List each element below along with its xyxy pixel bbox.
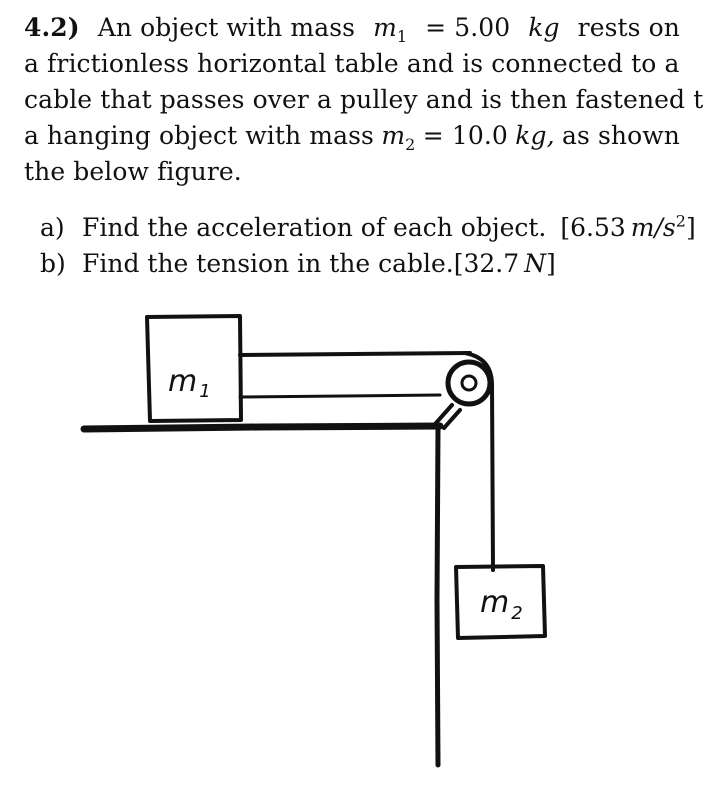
- cable-lower: [238, 393, 442, 399]
- mass1-symbol: m1: [373, 13, 408, 46]
- problem-statement: 4.2) An object with mass m1 = 5.00 kg re…: [24, 10, 704, 190]
- line4-end: as shown: [562, 121, 680, 150]
- pulley-axle: [460, 374, 478, 392]
- problem-line-1: 4.2) An object with mass m1 = 5.00 kg re…: [24, 10, 680, 46]
- table-leg: [434, 424, 441, 768]
- mass2-unit: kg,: [515, 121, 555, 150]
- part-label: a): [40, 213, 65, 242]
- line4-text: a hanging object with mass: [24, 121, 374, 150]
- part-a: a) Find the acceleration of each object.…: [40, 210, 696, 246]
- pulley-wheel: [445, 359, 493, 407]
- part-answer: [32.7 N]: [453, 249, 556, 278]
- cable-upper: [238, 351, 472, 357]
- mass1-unit: kg: [528, 13, 560, 42]
- problem-line-3: cable that passes over a pulley and is t…: [24, 85, 704, 114]
- mass2-value: = 10.0: [422, 121, 508, 150]
- table-surface: [80, 422, 444, 433]
- part-text: Find the acceleration of each object.: [82, 213, 547, 242]
- problem-line-4: a hanging object with mass m2 = 10.0 kg,…: [24, 118, 680, 154]
- part-answer: [6.53 m/s2]: [560, 211, 696, 242]
- pulley-bracket: [434, 403, 462, 430]
- problem-line-2: a frictionless horizontal table and is c…: [24, 49, 680, 78]
- line1-end: rests on: [577, 13, 680, 42]
- block-m1: [145, 314, 243, 423]
- part-label: b): [40, 249, 66, 278]
- mass2-symbol: m2: [381, 121, 416, 154]
- mass1-value: = 5.00: [425, 13, 511, 42]
- block-m2: [454, 564, 547, 640]
- problem-line-5: the below figure.: [24, 157, 242, 186]
- line1-text: An object with mass: [97, 13, 356, 42]
- question-parts: a) Find the acceleration of each object.…: [40, 210, 696, 282]
- problem-number: 4.2): [24, 13, 80, 42]
- part-b: b) Find the tension in the cable. [32.7 …: [40, 246, 696, 282]
- part-text: Find the tension in the cable.: [82, 249, 454, 278]
